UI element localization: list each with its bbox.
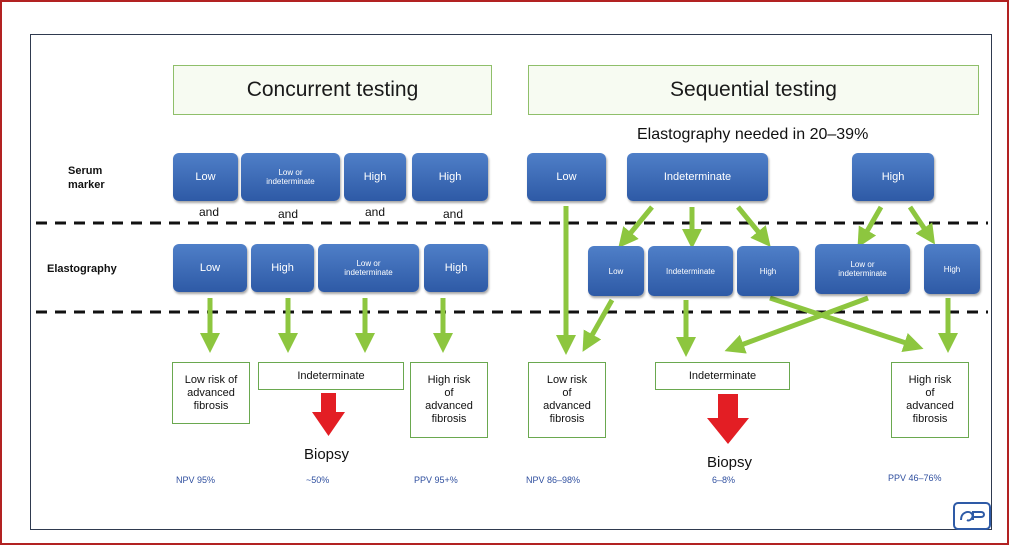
- biopsy-arrow-icon: [707, 394, 749, 444]
- elasto-high-box: High: [251, 244, 314, 292]
- stat-ppv: PPV 95+%: [414, 475, 458, 485]
- arrow-icon: [582, 298, 615, 352]
- arrow-icon: [724, 295, 869, 354]
- outcome-indeterminate: Indeterminate: [258, 362, 404, 390]
- stat-npv: NPV 95%: [176, 475, 216, 485]
- seq-outcome-indeterminate: Indeterminate: [655, 362, 790, 390]
- seq-stat-npv: NPV 86–98%: [526, 475, 581, 485]
- seq-elasto-indeterminate-box: Indeterminate: [648, 246, 733, 296]
- seq-stat-ppv: PPV 46–76%: [888, 473, 942, 483]
- arrow-icon: [857, 205, 884, 248]
- serum-high-box-2: High: [412, 153, 488, 201]
- seq-serum-indeterminate-box: Indeterminate: [627, 153, 768, 201]
- and-connector: and: [277, 207, 299, 221]
- serum-high-box: High: [344, 153, 406, 201]
- biopsy-arrow-icon: [312, 393, 345, 436]
- seq-stat-biopsy-rate: 6–8%: [712, 475, 736, 485]
- seq-elasto-low-box: Low: [588, 246, 644, 296]
- elastography-label: Elastography: [47, 263, 117, 275]
- seq-elasto-high-box: High: [737, 246, 799, 296]
- stat-biopsy-rate: ~50%: [306, 475, 330, 485]
- elasto-low-box: Low: [173, 244, 247, 292]
- seq-serum-low-box: Low: [527, 153, 606, 201]
- seq-biopsy-label: Biopsy: [707, 454, 753, 471]
- serum-marker-label: Serum marker: [68, 164, 128, 192]
- diagram-panel: [30, 34, 992, 530]
- arrow-icon: [769, 295, 924, 353]
- elastography-needed-note: Elastography needed in 20–39%: [637, 126, 869, 143]
- and-connector: and: [364, 205, 386, 219]
- serum-marker-line2: marker: [68, 179, 105, 191]
- arrow-icon: [736, 205, 771, 247]
- logo-icon: [953, 502, 991, 530]
- biopsy-label: Biopsy: [304, 446, 350, 463]
- elasto-high-box-2: High: [424, 244, 488, 292]
- serum-marker-line1: Serum: [68, 165, 103, 177]
- concurrent-testing-header: Concurrent testing: [173, 65, 492, 115]
- sequential-testing-header: Sequential testing: [528, 65, 979, 115]
- arrow-icon: [907, 205, 935, 245]
- and-connector: and: [198, 205, 220, 219]
- logo-icon: [960, 511, 985, 522]
- seq-elasto-high-box-2: High: [924, 244, 980, 294]
- serum-low-box: Low: [173, 153, 238, 201]
- arrow-icon: [618, 205, 654, 248]
- and-connector: and: [442, 207, 464, 221]
- seq-serum-high-box: High: [852, 153, 934, 201]
